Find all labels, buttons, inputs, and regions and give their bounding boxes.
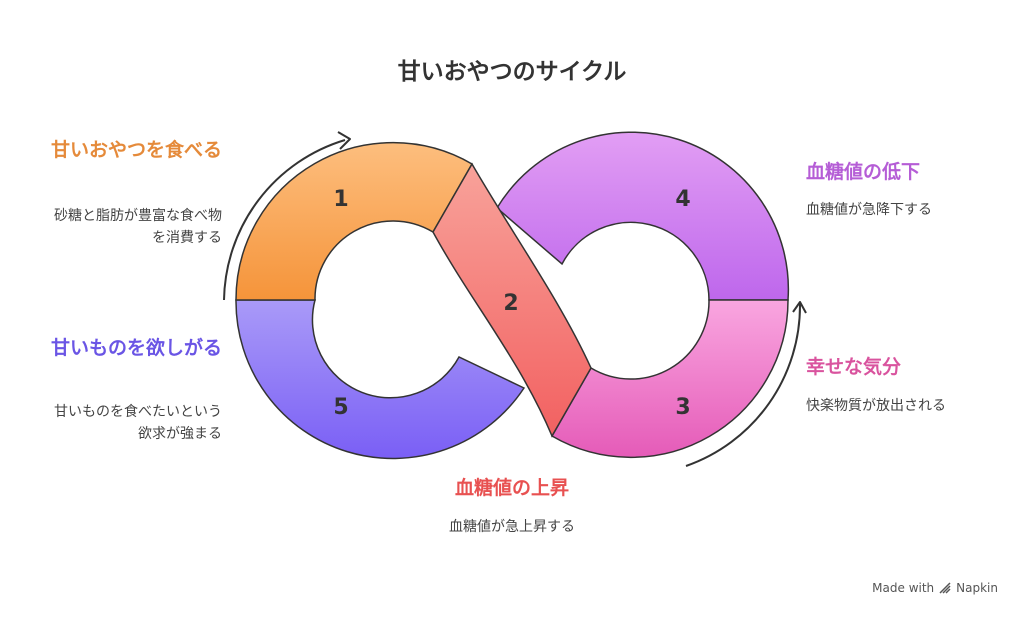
step-5-label: 甘いものを欲しがる: [50, 337, 222, 359]
step-1-description: 砂糖と脂肪が豊富な食べ物を消費する: [54, 208, 222, 246]
step-number-4: 4: [675, 187, 690, 212]
step-number-1: 1: [333, 187, 348, 212]
made-with-text: Made with: [872, 581, 935, 595]
step-5-description: 甘いものを食べたいという欲求が強まる: [54, 404, 222, 442]
step-4-description: 血糖値が急降下する: [806, 202, 932, 218]
segment-5: [235, 299, 526, 460]
arrow-top-left: [223, 139, 346, 301]
napkin-logo-icon: [939, 582, 951, 594]
diagram-title: 甘いおやつのサイクル: [397, 59, 627, 85]
arrow-bottom-right-head: [792, 301, 807, 314]
footer-credit: Made with Napkin: [872, 581, 998, 595]
segment-3: [550, 299, 789, 459]
step-2-description: 血糖値が急上昇する: [449, 519, 575, 535]
step-number-5: 5: [333, 395, 348, 420]
arrow-bottom-right: [685, 303, 802, 467]
arrow-top-left-head: [337, 131, 351, 150]
segment-2: [432, 162, 592, 438]
step-3-label: 幸せな気分: [806, 356, 902, 378]
segment-1: [235, 141, 474, 301]
brand-name: Napkin: [956, 581, 998, 595]
step-4-label: 血糖値の低下: [806, 161, 921, 183]
step-2-label: 血糖値の上昇: [454, 477, 569, 499]
step-3-description: 快楽物質が放出される: [806, 398, 946, 414]
step-1-label: 甘いおやつを食べる: [50, 139, 222, 161]
step-number-3: 3: [675, 395, 690, 420]
step-number-2: 2: [503, 291, 518, 316]
segment-4: [496, 131, 790, 301]
